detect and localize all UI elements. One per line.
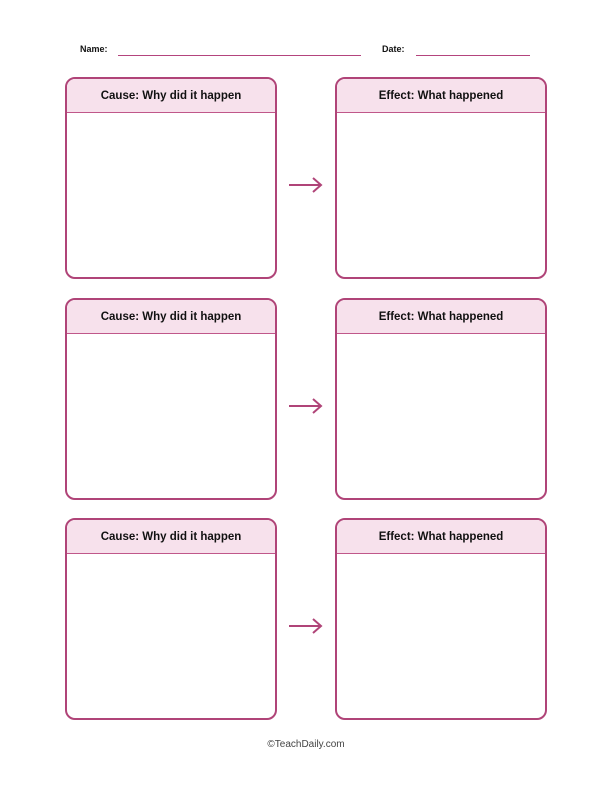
cause-writing-area[interactable]	[67, 334, 275, 498]
copyright-footer: ©TeachDaily.com	[267, 739, 345, 750]
worksheet-header: Name: Date:	[0, 42, 612, 62]
arrow-right-icon	[289, 618, 323, 634]
arrow-right-icon	[289, 398, 323, 414]
effect-writing-area[interactable]	[337, 113, 545, 277]
arrow-right-icon	[289, 177, 323, 193]
effect-writing-area[interactable]	[337, 554, 545, 718]
effect-box-header: Effect: What happened	[337, 520, 545, 554]
effect-writing-area[interactable]	[337, 334, 545, 498]
cause-box-2[interactable]: Cause: Why did it happen	[65, 298, 277, 500]
cause-writing-area[interactable]	[67, 554, 275, 718]
date-label: Date:	[382, 44, 405, 54]
effect-box-header: Effect: What happened	[337, 300, 545, 334]
cause-box-3[interactable]: Cause: Why did it happen	[65, 518, 277, 720]
effect-box-3[interactable]: Effect: What happened	[335, 518, 547, 720]
date-input-line[interactable]	[416, 55, 530, 56]
cause-box-header: Cause: Why did it happen	[67, 79, 275, 113]
cause-box-1[interactable]: Cause: Why did it happen	[65, 77, 277, 279]
cause-box-header: Cause: Why did it happen	[67, 300, 275, 334]
name-label: Name:	[80, 44, 108, 54]
effect-box-header: Effect: What happened	[337, 79, 545, 113]
name-input-line[interactable]	[118, 55, 361, 56]
effect-box-2[interactable]: Effect: What happened	[335, 298, 547, 500]
cause-box-header: Cause: Why did it happen	[67, 520, 275, 554]
cause-writing-area[interactable]	[67, 113, 275, 277]
effect-box-1[interactable]: Effect: What happened	[335, 77, 547, 279]
